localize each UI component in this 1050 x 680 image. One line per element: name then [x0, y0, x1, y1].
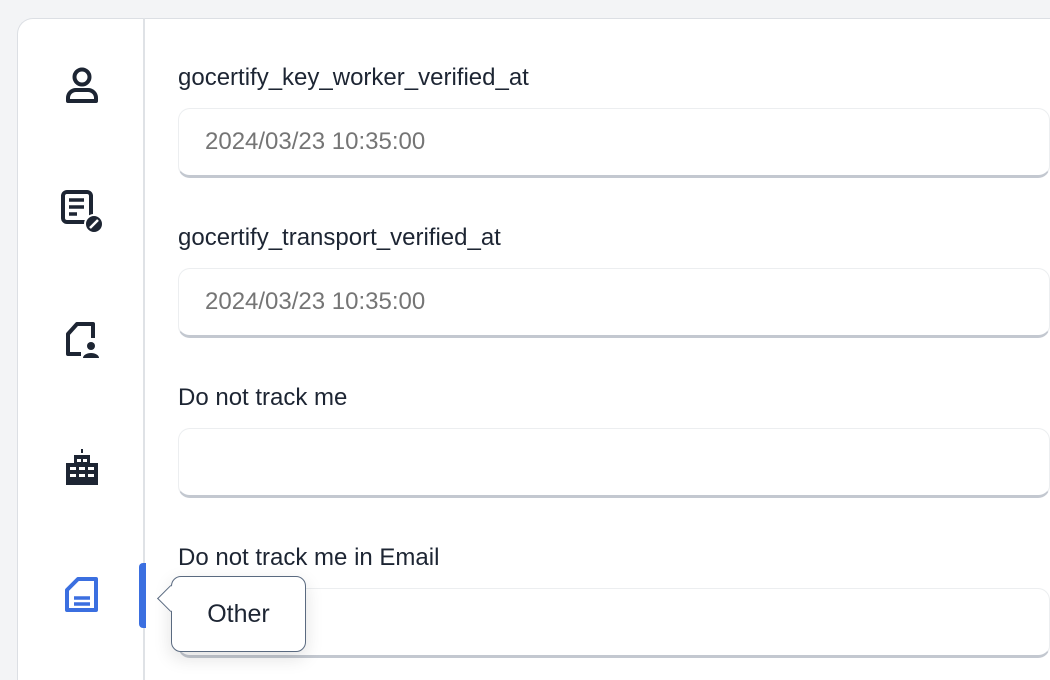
field-label-transport: gocertify_transport_verified_at — [178, 224, 501, 251]
sidebar-item-documents[interactable] — [56, 314, 108, 366]
sidebar-item-other[interactable] — [56, 569, 108, 621]
user-icon — [66, 67, 98, 103]
document-icon — [65, 577, 98, 612]
do-not-track-email-input[interactable] — [178, 588, 1050, 658]
tooltip-text: Other — [207, 599, 270, 628]
field-label-key-worker: gocertify_key_worker_verified_at — [178, 64, 529, 91]
key-worker-verified-input[interactable] — [178, 108, 1050, 178]
document-edit-icon — [61, 190, 104, 234]
do-not-track-input[interactable] — [178, 428, 1050, 498]
field-label-do-not-track: Do not track me — [178, 384, 348, 411]
transport-verified-input[interactable] — [178, 268, 1050, 338]
tooltip-other: Other — [171, 576, 306, 652]
field-label-do-not-track-email: Do not track me in Email — [178, 544, 440, 571]
building-icon — [66, 449, 98, 485]
sidebar — [17, 18, 145, 680]
document-person-icon — [66, 322, 99, 358]
active-indicator — [139, 563, 146, 628]
sidebar-item-company[interactable] — [56, 441, 108, 493]
sidebar-item-profile[interactable] — [56, 59, 108, 111]
sidebar-item-notes[interactable] — [56, 186, 108, 238]
